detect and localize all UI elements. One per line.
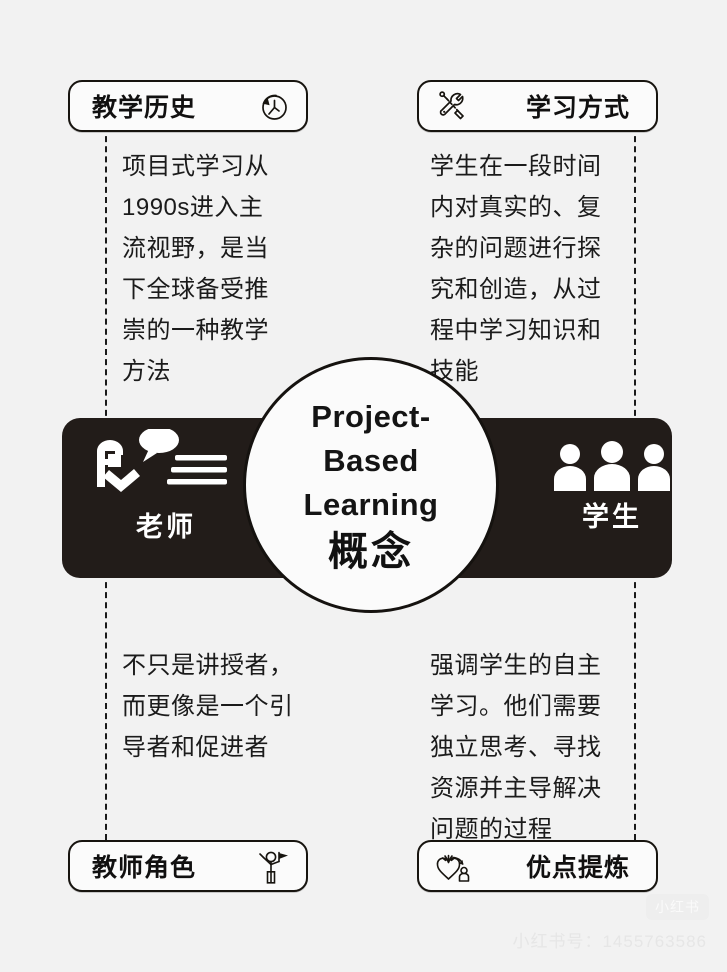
- teacher-speaking-icon: [87, 428, 227, 501]
- bar-label-teacher: 老师: [136, 511, 196, 542]
- bar-side-teacher: 老师: [82, 0, 232, 972]
- connector-bottom-right: [634, 572, 636, 840]
- center-title: Project- Based Learning: [304, 395, 439, 527]
- connector-top-left: [105, 126, 107, 426]
- bar-label-students: 学生: [582, 501, 642, 532]
- pill-label-teacher-role: 教师角色: [92, 854, 197, 882]
- pill-teacher-role[interactable]: 教师角色: [68, 840, 308, 892]
- bar-side-students: 学生: [537, 0, 687, 972]
- person-with-flag-icon: [256, 848, 290, 884]
- body-teaching-history: 项目式学习从 1990s进入主 流视野，是当 下全球备受推 崇的一种教学 方法: [122, 153, 269, 385]
- connector-top-right: [634, 126, 636, 426]
- connector-bottom-left: [105, 572, 107, 840]
- body-learning-method: 学生在一段时间 内对真实的、复 杂的问题进行探 究和创造，从过 程中学习知识和 …: [430, 153, 602, 385]
- heart-person-icon: [435, 848, 473, 884]
- pill-advantages[interactable]: 优点提炼: [417, 840, 658, 892]
- center-concept-circle: Project- Based Learning 概念: [243, 357, 499, 613]
- watermark-account: 小红书号：1455763586: [512, 932, 707, 951]
- wrench-screwdriver-icon: [435, 88, 471, 124]
- body-advantages: 强调学生的自主 学习。他们需要 独立思考、寻找 资源并主导解决 问题的过程: [430, 652, 602, 843]
- center-title-line-2: Based: [323, 443, 419, 478]
- pill-label-learning-method: 学习方式: [525, 94, 630, 122]
- pill-label-advantages: 优点提炼: [525, 854, 630, 882]
- clock-history-icon: [256, 89, 290, 123]
- pill-learning-method[interactable]: 学习方式: [417, 80, 658, 132]
- pill-label-teaching-history: 教学历史: [92, 94, 197, 122]
- pill-teaching-history[interactable]: 教学历史: [68, 80, 308, 132]
- watermark-logo: 小红书: [646, 894, 709, 920]
- three-students-icon: [550, 439, 674, 491]
- center-title-line-1: Project-: [311, 399, 431, 434]
- center-subtitle: 概念: [328, 530, 414, 574]
- body-teacher-role: 不只是讲授者， 而更像是一个引 导者和促进者: [122, 652, 294, 761]
- center-title-line-3: Learning: [303, 487, 439, 522]
